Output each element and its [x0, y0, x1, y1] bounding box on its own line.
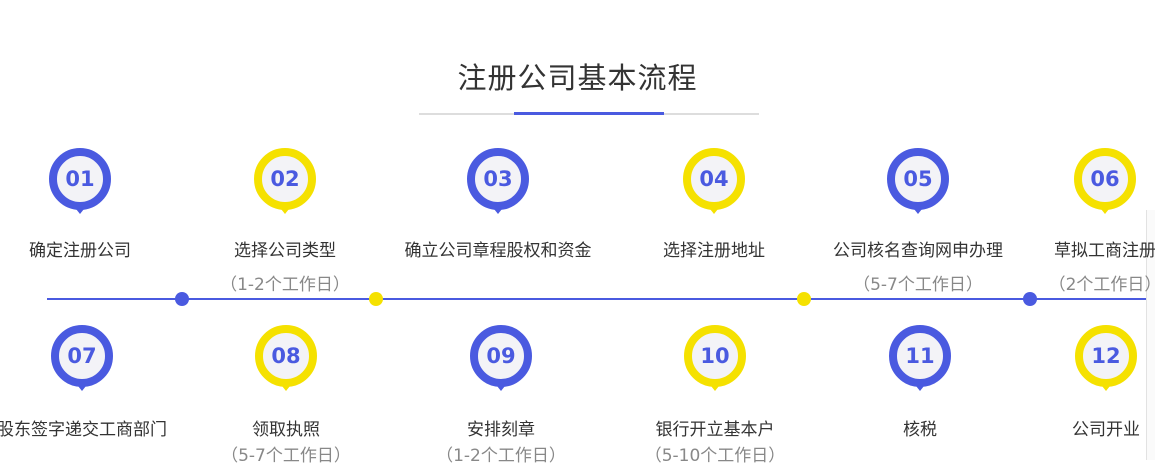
step-duration: （2个工作日） [1048, 275, 1155, 295]
step-number: 06 [1090, 167, 1120, 191]
step-number: 05 [903, 167, 933, 191]
step-marker: 04 [683, 148, 745, 214]
step-label: 公司开业 [1072, 420, 1140, 440]
timeline-dot [175, 292, 189, 306]
step-label: 银行开立基本户 [655, 420, 775, 440]
step-07: 07 股东签字递交工商部门 [0, 325, 182, 475]
step-09: 09 安排刻章 （1-2个工作日） [401, 325, 601, 475]
step-label: 公司核名查询网申办理 [833, 241, 1003, 261]
step-01: 01 确定注册公司 [0, 148, 180, 298]
step-02: 02 选择公司类型 （1-2个工作日） [185, 148, 385, 298]
step-marker: 01 [49, 148, 111, 214]
step-11: 11 核税 [820, 325, 1020, 475]
step-marker: 08 [255, 325, 317, 391]
step-marker: 09 [470, 325, 532, 391]
timeline-line [47, 298, 1147, 300]
step-number: 02 [270, 167, 300, 191]
step-number: 10 [700, 344, 730, 368]
step-label: 安排刻章 [467, 420, 535, 440]
timeline-dot [1023, 292, 1037, 306]
step-05: 05 公司核名查询网申办理 （5-7个工作日） [818, 148, 1018, 298]
step-duration: （5-7个工作日） [853, 275, 983, 295]
step-08: 08 领取执照 （5-7个工作日） [186, 325, 386, 475]
step-06: 06 草拟工商注册 （2个工作日） [1005, 148, 1155, 298]
step-label: 选择公司类型 [234, 241, 336, 261]
step-marker: 03 [467, 148, 529, 214]
step-marker: 11 [889, 325, 951, 391]
step-label: 选择注册地址 [663, 241, 765, 261]
step-number: 03 [483, 167, 513, 191]
step-number: 04 [699, 167, 729, 191]
timeline-dot [797, 292, 811, 306]
step-04: 04 选择注册地址 [614, 148, 814, 298]
step-number: 08 [271, 344, 301, 368]
step-marker: 07 [51, 325, 113, 391]
step-marker: 02 [254, 148, 316, 214]
step-number: 07 [67, 344, 97, 368]
step-number: 09 [486, 344, 516, 368]
step-label: 确定注册公司 [29, 241, 131, 261]
step-label: 核税 [903, 420, 937, 440]
step-marker: 05 [887, 148, 949, 214]
page-title: 注册公司基本流程 [457, 61, 698, 95]
step-10: 10 银行开立基本户 （5-10个工作日） [615, 325, 815, 475]
step-marker: 06 [1074, 148, 1136, 214]
timeline-dot [369, 292, 383, 306]
step-12: 12 公司开业 [1006, 325, 1155, 475]
step-label: 草拟工商注册 [1054, 241, 1155, 261]
step-number: 12 [1091, 344, 1121, 368]
title-underline-accent [514, 112, 664, 115]
step-label: 确立公司章程股权和资金 [404, 241, 592, 261]
step-03: 03 确立公司章程股权和资金 [398, 148, 598, 298]
step-number: 01 [65, 167, 95, 191]
side-panel-edge [1146, 210, 1155, 460]
step-duration: （1-2个工作日） [220, 275, 350, 295]
step-marker: 10 [684, 325, 746, 391]
step-label: 领取执照 [252, 420, 320, 440]
step-number: 11 [905, 344, 935, 368]
step-label: 股东签字递交工商部门 [0, 420, 167, 440]
step-duration: （5-10个工作日） [644, 446, 786, 466]
step-marker: 12 [1075, 325, 1137, 391]
